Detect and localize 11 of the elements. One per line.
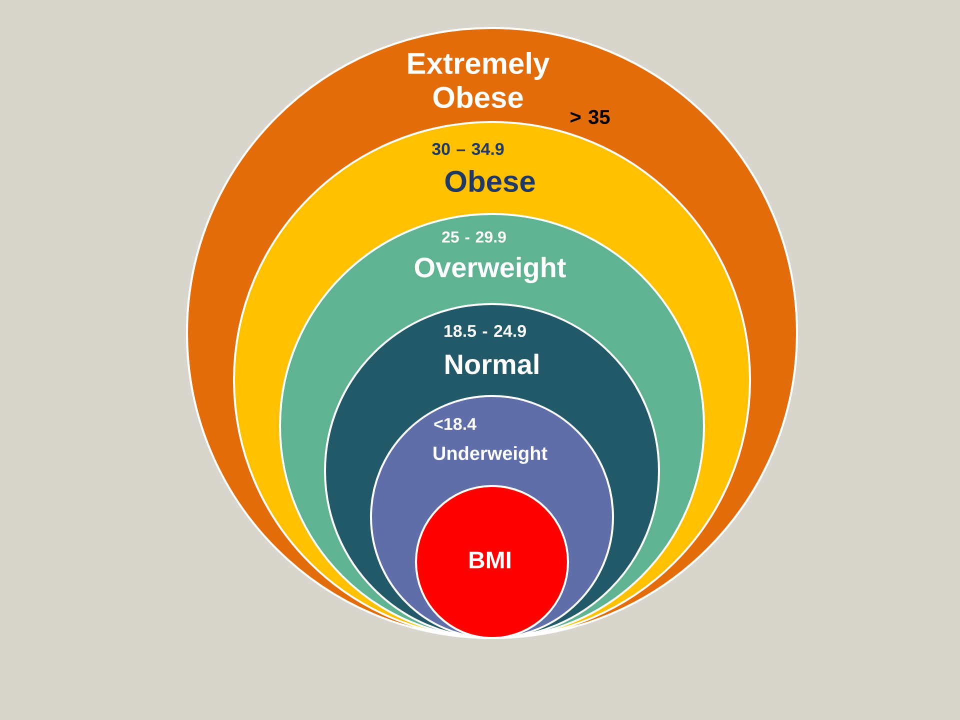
circle-label: Overweight (414, 256, 566, 284)
circle-label: <18.4 (434, 418, 476, 430)
circle-label: 30 – 34.9 (432, 142, 504, 156)
circle-label: 25 - 29.9 (442, 231, 506, 243)
circle-label: Normal (446, 354, 538, 374)
circle-label: > 35 (570, 110, 610, 124)
circle-label: Extremely Obese (408, 52, 550, 108)
circle-label: BMI (470, 552, 510, 568)
circle-label: Underweight (434, 446, 548, 464)
circle-label: Obese (445, 170, 535, 192)
circle-label: 18.5 - 24.9 (444, 324, 526, 338)
